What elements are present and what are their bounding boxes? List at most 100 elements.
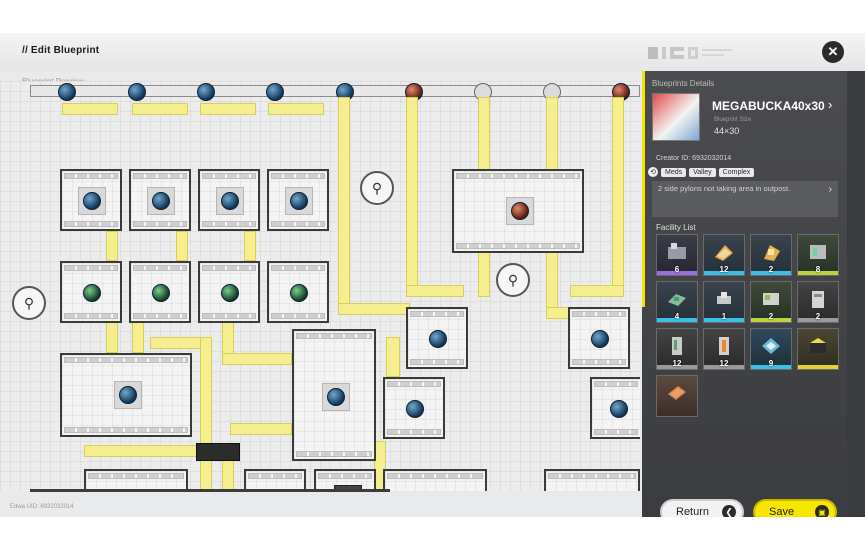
facility-core-icon <box>119 386 137 404</box>
crusher-building[interactable] <box>590 377 640 439</box>
refinery-building[interactable] <box>129 169 191 231</box>
crusher-icon <box>610 400 628 418</box>
blueprint-details-panel: Blueprints Details MEGABUCKA40x30 › Blue… <box>642 71 847 517</box>
refinery-icon <box>221 284 239 302</box>
refinery-building[interactable] <box>267 169 329 231</box>
large-facility-building[interactable] <box>452 169 584 253</box>
tag-complex: Complex <box>718 167 755 177</box>
conveyor-belt <box>338 97 350 315</box>
return-label: Return <box>676 506 710 517</box>
chevron-right-icon[interactable]: › <box>828 97 833 112</box>
conveyor-belt <box>386 337 400 377</box>
facility-tile[interactable]: 12 <box>703 328 745 370</box>
right-edge-sidebar <box>847 71 865 517</box>
storage-building[interactable] <box>314 469 376 491</box>
packer-icon <box>763 293 779 305</box>
creator-id: Creator ID: 6932032014 <box>656 155 732 162</box>
conveyor-belt <box>200 337 212 491</box>
planting-unit-icon <box>762 338 780 354</box>
relay-pylon-icon[interactable] <box>12 286 46 320</box>
blueprint-preview-grid[interactable] <box>0 81 640 491</box>
facility-list-label: Facility List <box>656 223 696 232</box>
conveyor-belt <box>176 231 188 261</box>
facility-count: 2 <box>768 265 774 274</box>
blueprint-size-value: 44×30 <box>714 126 740 136</box>
refinery-building[interactable] <box>60 261 122 323</box>
conveyor-belt <box>132 321 144 353</box>
refinery-building[interactable] <box>198 261 260 323</box>
refinery-icon <box>152 284 170 302</box>
facility-tile[interactable]: 2 <box>797 281 839 323</box>
splitter-icon <box>717 292 731 304</box>
facility-grid: 6 12 2 8 4 <box>656 234 842 417</box>
facility-tile[interactable]: 1 <box>703 281 745 323</box>
top-bar: // Edit Blueprint ✕ <box>0 33 865 71</box>
facility-tile[interactable] <box>797 328 839 370</box>
blueprint-editor-screen: // Edit Blueprint ✕ Blueprint Preview <box>0 33 865 517</box>
conveyor-belt <box>570 285 624 297</box>
foundation-plate-icon <box>668 386 686 400</box>
refinery-building[interactable] <box>60 169 122 231</box>
conveyor-belt <box>268 103 324 115</box>
return-button[interactable]: Return ❮ <box>660 499 744 517</box>
port-core-icon <box>197 83 215 101</box>
crusher-building[interactable] <box>383 377 445 439</box>
relay-pylon-icon[interactable] <box>360 171 394 205</box>
refinery-building[interactable] <box>129 261 191 323</box>
refinery-building[interactable] <box>267 261 329 323</box>
facility-count: 1 <box>721 312 727 321</box>
relay-pylon-icon[interactable] <box>496 263 530 297</box>
large-facility-building[interactable] <box>292 329 376 461</box>
close-icon: ✕ <box>827 44 839 59</box>
refinery-icon <box>83 284 101 302</box>
crusher-building[interactable] <box>406 307 468 369</box>
facility-count: 2 <box>815 312 821 321</box>
facility-tile[interactable]: 6 <box>656 234 698 276</box>
facility-building[interactable] <box>544 469 640 491</box>
blueprint-description[interactable]: 2 side pylons not taking area in outpost… <box>652 181 838 217</box>
save-label: Save <box>769 506 795 517</box>
refinery-icon <box>668 243 686 259</box>
facility-building[interactable] <box>244 469 306 491</box>
facility-tile[interactable]: 12 <box>656 328 698 370</box>
chevron-right-icon: › <box>828 184 832 195</box>
game-logo <box>648 47 732 59</box>
facility-core-icon <box>511 202 529 220</box>
blueprint-thumbnail <box>652 93 700 141</box>
facility-count: 4 <box>674 312 680 321</box>
facility-tile[interactable] <box>656 375 698 417</box>
status-line: Edwa UID: 6932032014 <box>10 504 74 510</box>
conveyor-belt <box>200 103 256 115</box>
facility-tile[interactable]: 9 <box>750 328 792 370</box>
facility-core-icon <box>327 388 345 406</box>
facility-tile[interactable]: 2 <box>750 234 792 276</box>
port-core-icon <box>58 83 76 101</box>
reactor-icon <box>719 337 729 355</box>
conveyor-belt <box>84 445 200 457</box>
refinery-icon <box>290 192 308 210</box>
facility-count: 8 <box>815 265 821 274</box>
tag-valley: Valley <box>689 167 716 177</box>
crusher-building[interactable] <box>568 307 630 369</box>
blueprint-name[interactable]: MEGABUCKA40x30 <box>712 99 825 113</box>
facility-count: 12 <box>672 359 682 368</box>
tag-icon: ⟲ <box>648 167 658 177</box>
horizontal-scrollbar[interactable] <box>30 489 390 492</box>
refinery-building[interactable] <box>198 169 260 231</box>
facility-building[interactable] <box>383 469 487 491</box>
conveyor-belt <box>106 321 118 353</box>
crusher-icon <box>406 400 424 418</box>
crusher-icon <box>591 330 609 348</box>
close-button[interactable]: ✕ <box>822 41 844 63</box>
facility-count: 9 <box>768 359 774 368</box>
splitter-icon <box>196 443 240 461</box>
refinery-icon <box>221 192 239 210</box>
refinery-icon <box>152 192 170 210</box>
save-button[interactable]: Save ▣ <box>753 499 837 517</box>
facility-tile[interactable]: 2 <box>750 281 792 323</box>
facility-building[interactable] <box>84 469 188 491</box>
facility-tile[interactable]: 12 <box>703 234 745 276</box>
facility-tile[interactable]: 8 <box>797 234 839 276</box>
large-facility-building[interactable] <box>60 353 192 437</box>
facility-tile[interactable]: 4 <box>656 281 698 323</box>
